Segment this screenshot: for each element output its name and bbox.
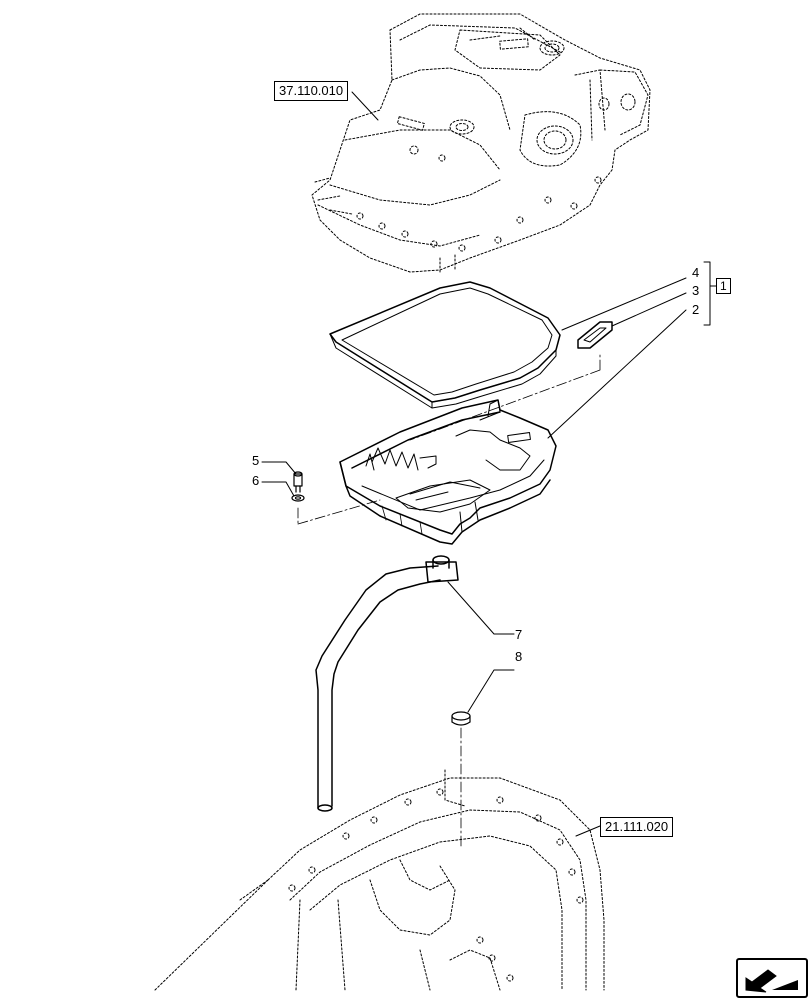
plug (451, 711, 471, 726)
top-lift-housing (311, 13, 651, 273)
callout-6: 6 (252, 473, 260, 488)
callout-2: 2 (692, 302, 700, 317)
callout-3: 3 (692, 283, 700, 298)
leader-8 (467, 669, 515, 713)
reference-37-110-010[interactable]: 37.110.010 (274, 81, 349, 101)
leader-top-assembly (351, 91, 379, 121)
callout-5: 5 (252, 453, 260, 468)
suction-pipe (315, 555, 459, 812)
leader-2 (547, 309, 687, 439)
callout-7: 7 (515, 627, 523, 642)
next-page-arrow-icon[interactable] (736, 958, 808, 998)
bolt (293, 471, 303, 493)
kit-group-box: 1 (716, 278, 731, 294)
leader-3 (611, 292, 687, 327)
leader-5 (261, 461, 297, 475)
reference-21-111-020[interactable]: 21.111.020 (600, 817, 674, 837)
kit-bracket (703, 261, 717, 326)
leader-6 (261, 481, 295, 497)
bottom-transmission-housing (154, 769, 605, 991)
oil-pan (339, 399, 557, 545)
centreline-gasket-pan (409, 354, 601, 441)
oval-seal (577, 321, 613, 349)
washer (291, 494, 305, 502)
leader-4 (561, 277, 687, 331)
callout-4: 4 (692, 265, 700, 280)
centreline-bolt (297, 499, 381, 525)
leader-bottom-assembly (575, 825, 601, 837)
leader-7 (447, 581, 515, 635)
callout-8: 8 (515, 649, 523, 664)
gasket (329, 281, 561, 409)
